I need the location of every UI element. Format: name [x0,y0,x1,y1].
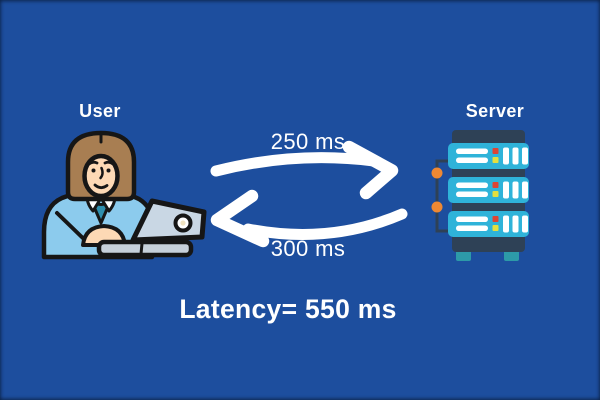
server-node-label: Server [465,101,525,121]
request-arrow-icon [210,140,399,200]
response-arrow-icon [210,189,408,248]
request-arrow-label: 250 ms [270,129,346,154]
latency-summary-text: Latency= 550 ms [179,294,397,324]
user-icon [41,130,207,260]
server-icon [431,130,529,261]
round-trip-arrows [210,140,408,248]
user-node-label: User [79,101,121,121]
response-arrow-label: 300 ms [270,236,346,261]
